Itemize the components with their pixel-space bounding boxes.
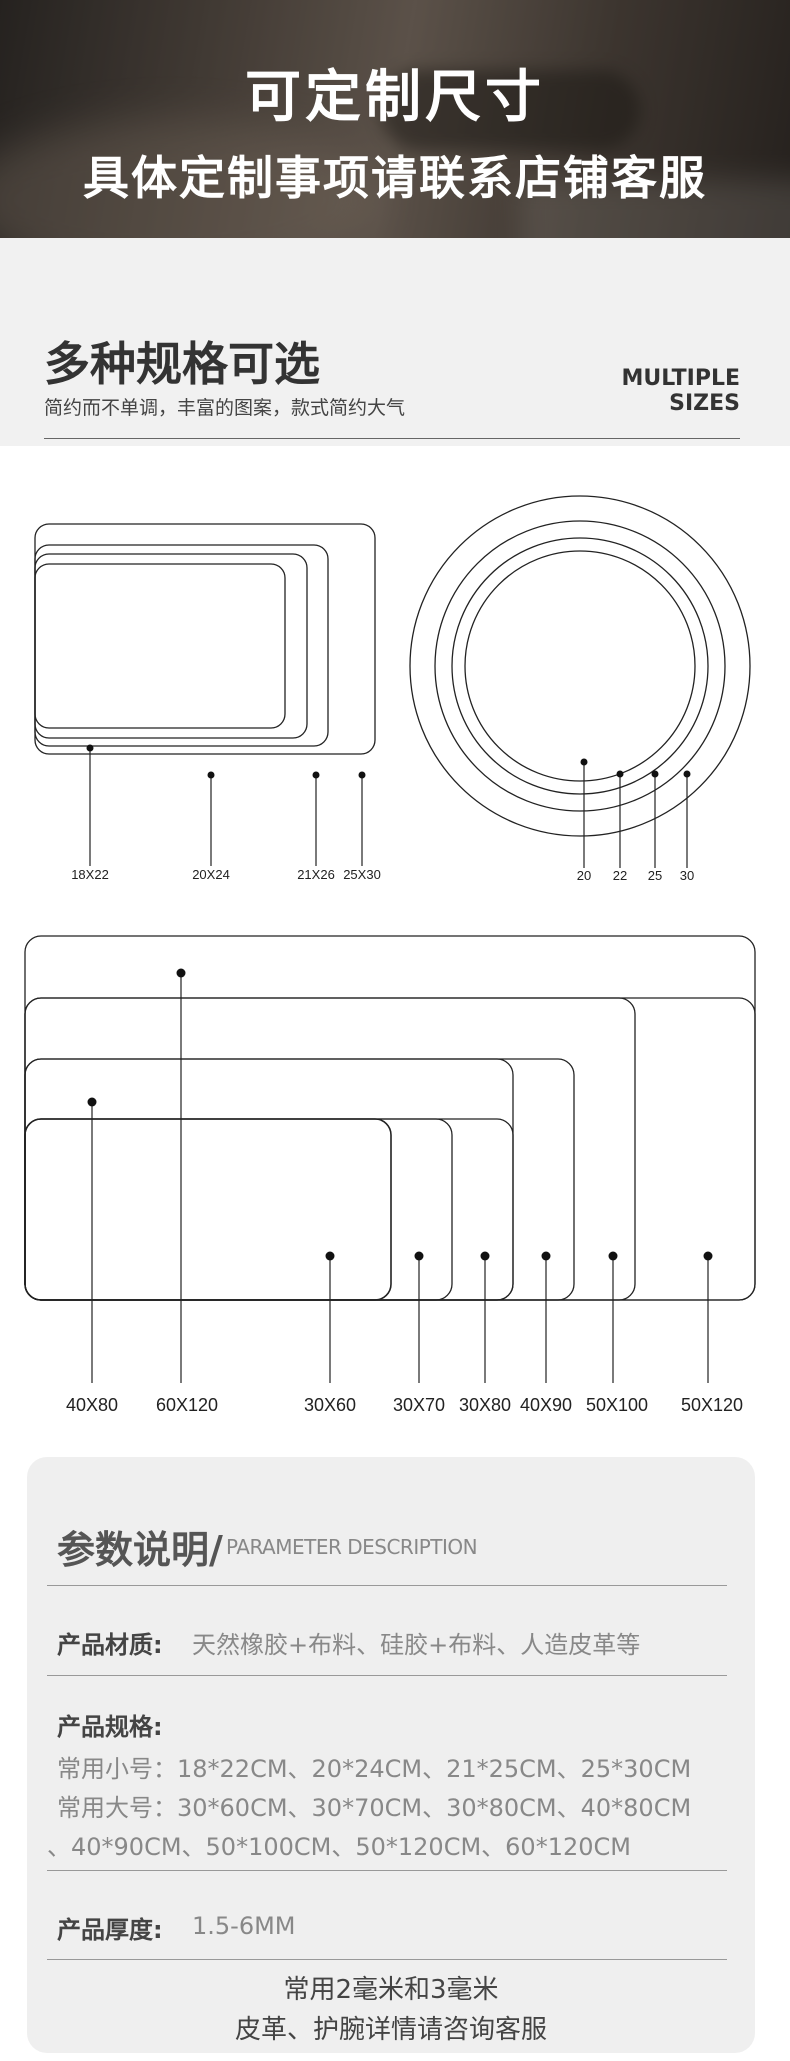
circle-outline-25 xyxy=(434,520,726,812)
banner-overlay xyxy=(0,0,790,238)
size-label-small: 18X22 xyxy=(71,867,109,882)
dot-20 xyxy=(580,758,588,766)
banner: 可定制尺寸 具体定制事项请联系店铺客服 xyxy=(0,0,790,238)
rect-outline-20x24 xyxy=(34,553,308,739)
size-label-large: 30X60 xyxy=(304,1395,356,1415)
sizes-header: 多种规格可选 简约而不单调，丰富的图案，款式简约大气 MULTIPLE SIZE… xyxy=(0,238,790,446)
dot-25 xyxy=(651,770,659,778)
circle-outline-22 xyxy=(451,537,709,795)
dot-40x90 xyxy=(541,1251,551,1261)
dot-25x30 xyxy=(358,771,366,779)
dot-30x80 xyxy=(480,1251,490,1261)
banner-background-shape xyxy=(520,180,790,238)
thickness-label: 产品厚度: xyxy=(57,1916,163,1944)
circle-outline-30 xyxy=(409,495,751,837)
dot-22 xyxy=(616,770,624,778)
note-line-1: 常用2毫米和3毫米 xyxy=(283,1975,499,2005)
banner-subtitle: 具体定制事项请联系店铺客服 xyxy=(83,151,707,205)
divider xyxy=(47,1959,727,1960)
thickness-value: 1.5-6MM xyxy=(192,1912,296,1940)
header-divider xyxy=(44,438,740,439)
rect-outline-25x30 xyxy=(34,523,376,755)
size-label-large: 40X80 xyxy=(66,1395,118,1415)
rect-outline-21x26 xyxy=(34,544,329,747)
size-diagrams: 18X22 20X24 21X26 25X30 20 22 25 30 40X8… xyxy=(24,495,756,1415)
spec-large: 常用大号：30*60CM、30*70CM、30*80CM、40*80CM xyxy=(57,1794,692,1822)
rect-outline-30x60 xyxy=(24,1118,392,1301)
dot-60x120 xyxy=(176,968,186,978)
dot-40x80 xyxy=(87,1097,97,1107)
size-label-round: 30 xyxy=(680,868,694,883)
size-label-large: 40X90 xyxy=(520,1395,572,1415)
spec-label: 产品规格: xyxy=(57,1713,163,1741)
rect-outline-40x80 xyxy=(24,1058,514,1301)
dot-50x100 xyxy=(608,1251,618,1261)
parameter-title-english: PARAMETER DESCRIPTION xyxy=(226,1535,478,1559)
size-label-large: 30X70 xyxy=(393,1395,445,1415)
spec-small: 常用小号：18*22CM、20*24CM、21*25CM、25*30CM xyxy=(57,1755,692,1783)
dot-21x26 xyxy=(312,771,320,779)
rect-outline-30x70 xyxy=(24,1118,453,1301)
material-value: 天然橡胶+布料、硅胶+布料、人造皮革等 xyxy=(192,1631,641,1659)
size-label-round: 20 xyxy=(577,868,591,883)
rect-outline-40x90 xyxy=(24,1058,575,1301)
banner-background-shape xyxy=(380,70,640,150)
size-label-large: 60X120 xyxy=(156,1395,218,1415)
dot-30x60 xyxy=(325,1251,335,1261)
size-label-small: 25X30 xyxy=(343,867,381,882)
rect-outline-60x120 xyxy=(24,935,756,1301)
sizes-title: 多种规格可选 xyxy=(44,337,320,391)
size-label-small: 20X24 xyxy=(192,867,230,882)
rect-outline-18x22 xyxy=(34,563,286,729)
size-label-round: 25 xyxy=(648,868,662,883)
size-label-large: 50X100 xyxy=(586,1395,648,1415)
parameter-title: 参数说明/ xyxy=(57,1528,223,1572)
note-line-2: 皮革、护腕详情请咨询客服 xyxy=(234,2015,547,2045)
sizes-english-line2: SIZES xyxy=(669,391,740,416)
size-label-large: 50X120 xyxy=(681,1395,743,1415)
material-label: 产品材质: xyxy=(57,1631,163,1659)
divider xyxy=(47,1585,727,1586)
banner-title: 可定制尺寸 xyxy=(245,65,545,130)
size-label-small: 21X26 xyxy=(297,867,335,882)
size-label-round: 22 xyxy=(613,868,627,883)
circle-outline-20 xyxy=(464,550,696,782)
dot-18x22 xyxy=(86,744,94,752)
spec-large-continued: 、40*90CM、50*100CM、50*120CM、60*120CM xyxy=(47,1833,631,1861)
rect-outline-30x80 xyxy=(24,1118,514,1301)
rect-outline-50x120 xyxy=(24,997,756,1301)
divider xyxy=(47,1675,727,1676)
dot-20x24 xyxy=(207,771,215,779)
parameter-card: 参数说明/ PARAMETER DESCRIPTION 产品材质: 天然橡胶+布… xyxy=(27,1457,755,2053)
size-label-large: 30X80 xyxy=(459,1395,511,1415)
dot-30 xyxy=(683,770,691,778)
sizes-english-line1: MULTIPLE xyxy=(621,366,741,391)
divider xyxy=(47,1870,727,1871)
dot-30x70 xyxy=(414,1251,424,1261)
dot-50x120 xyxy=(703,1251,713,1261)
sizes-subtitle: 简约而不单调，丰富的图案，款式简约大气 xyxy=(44,397,406,419)
